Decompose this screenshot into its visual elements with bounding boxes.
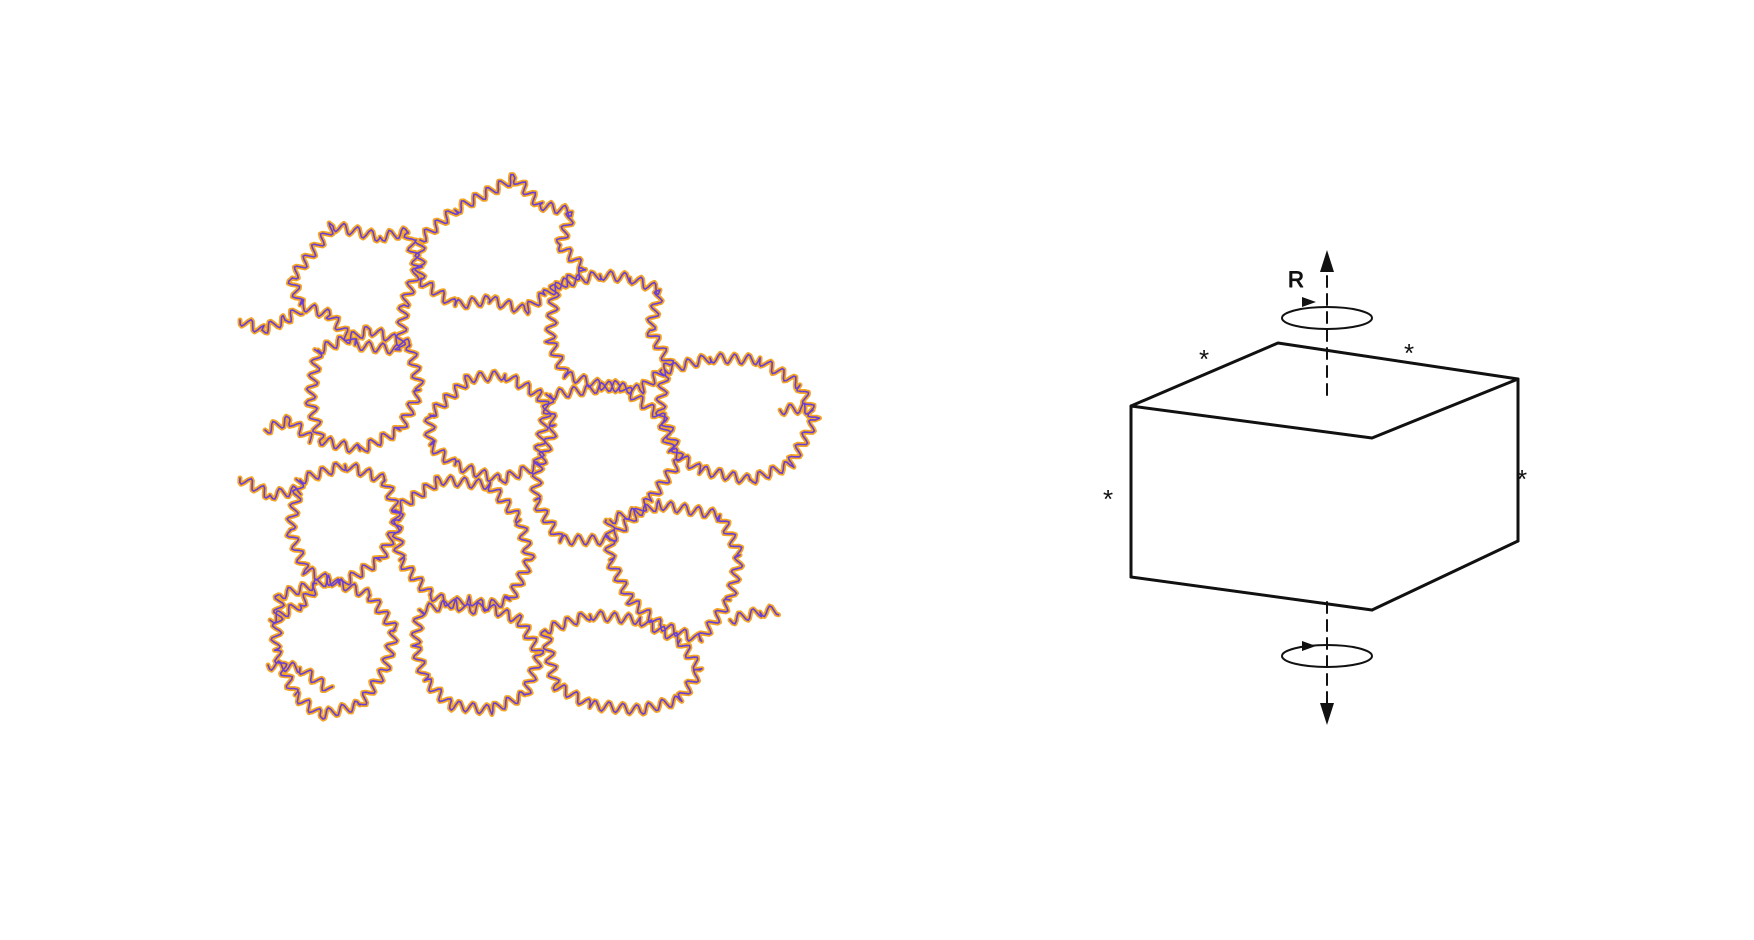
axis-arrowhead-top	[1320, 250, 1334, 272]
wavy-strand-outline	[268, 572, 400, 722]
rotation-label: R	[1288, 267, 1304, 292]
wavy-strand-outline	[653, 351, 822, 486]
edge-marker: *	[1199, 344, 1209, 374]
rotation-arrow-bottom	[1302, 641, 1316, 651]
axis-arrowhead-bottom	[1320, 703, 1334, 725]
wavy-strand-core	[270, 574, 398, 720]
wavy-strand-core	[604, 499, 744, 643]
wavy-strand-core	[779, 402, 814, 416]
wavy-strand-core	[729, 605, 780, 625]
wavy-curve-tangle	[237, 172, 822, 722]
rotation-ellipse-top	[1281, 306, 1373, 330]
wavy-strand-outline	[409, 593, 546, 717]
wavy-curve-core	[239, 173, 821, 720]
wavy-strand-core	[264, 415, 313, 444]
edge-marker: *	[1517, 464, 1527, 494]
wavy-strand-outline	[284, 460, 406, 588]
wavy-strand-core	[530, 379, 684, 546]
wavy-strand-core	[424, 370, 557, 484]
wavy-strand-core	[655, 352, 821, 484]
rotation-ellipse-bottom	[1281, 644, 1373, 668]
wavy-strand-core	[239, 477, 302, 500]
edge-marker: *	[1404, 338, 1414, 368]
wavy-strand-core	[287, 222, 423, 355]
wavy-strand-core	[286, 462, 404, 587]
wavy-strand-core	[410, 595, 545, 716]
wavy-strand-core	[239, 309, 304, 334]
wavy-strand-core	[267, 660, 334, 692]
edge-marker: *	[1103, 484, 1113, 514]
wavy-strand-core	[414, 173, 587, 315]
wavy-strand-core	[544, 270, 675, 395]
wavy-curve-outline	[237, 172, 822, 722]
box-front-bottom-edge	[1129, 575, 1374, 612]
wavy-strand-core	[390, 475, 535, 615]
wavy-strand-core	[540, 610, 703, 715]
wavy-strand-core	[305, 325, 424, 453]
wavy-strand-core	[269, 582, 317, 624]
rotation-arrow-top	[1302, 297, 1316, 307]
box-top-face	[1129, 341, 1520, 440]
box-right-bottom-edge	[1370, 539, 1520, 612]
rotating-box-diagram: R * * * *	[1103, 250, 1527, 725]
